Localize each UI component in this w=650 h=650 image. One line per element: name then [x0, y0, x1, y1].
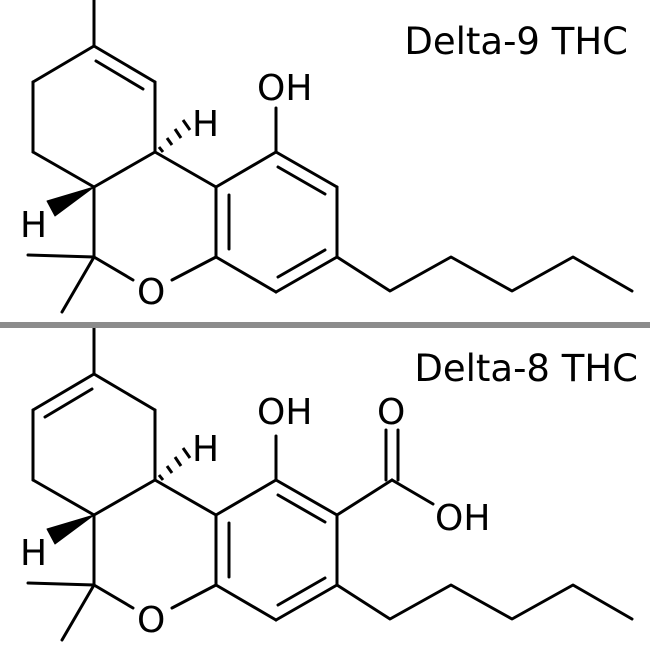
delta-8-molecule-diagram: OH H H O O OH	[20, 328, 634, 642]
hydrogen-label-top: H	[192, 104, 219, 145]
hydrogen-label-left: H	[20, 205, 47, 246]
acid-hydroxyl-label: OH	[435, 498, 490, 539]
hydrogen-label-left: H	[20, 533, 47, 574]
hydroxyl-label: OH	[257, 68, 312, 109]
delta-9-structure-panel: Delta-9 THC	[0, 0, 650, 322]
delta-9-molecule-diagram: OH H H O	[20, 0, 634, 314]
carbonyl-oxygen-label: O	[377, 392, 405, 433]
hydrogen-label-top: H	[192, 429, 219, 470]
hydroxyl-label: OH	[257, 392, 312, 433]
ring-oxygen-label: O	[137, 600, 165, 641]
delta-9-title: Delta-9 THC	[404, 20, 628, 63]
ring-oxygen-label: O	[137, 272, 165, 313]
delta-8-title: Delta-8 THC	[414, 347, 638, 390]
panel-divider	[0, 322, 650, 328]
delta-8-structure-panel: Delta-8 THC	[0, 328, 650, 650]
